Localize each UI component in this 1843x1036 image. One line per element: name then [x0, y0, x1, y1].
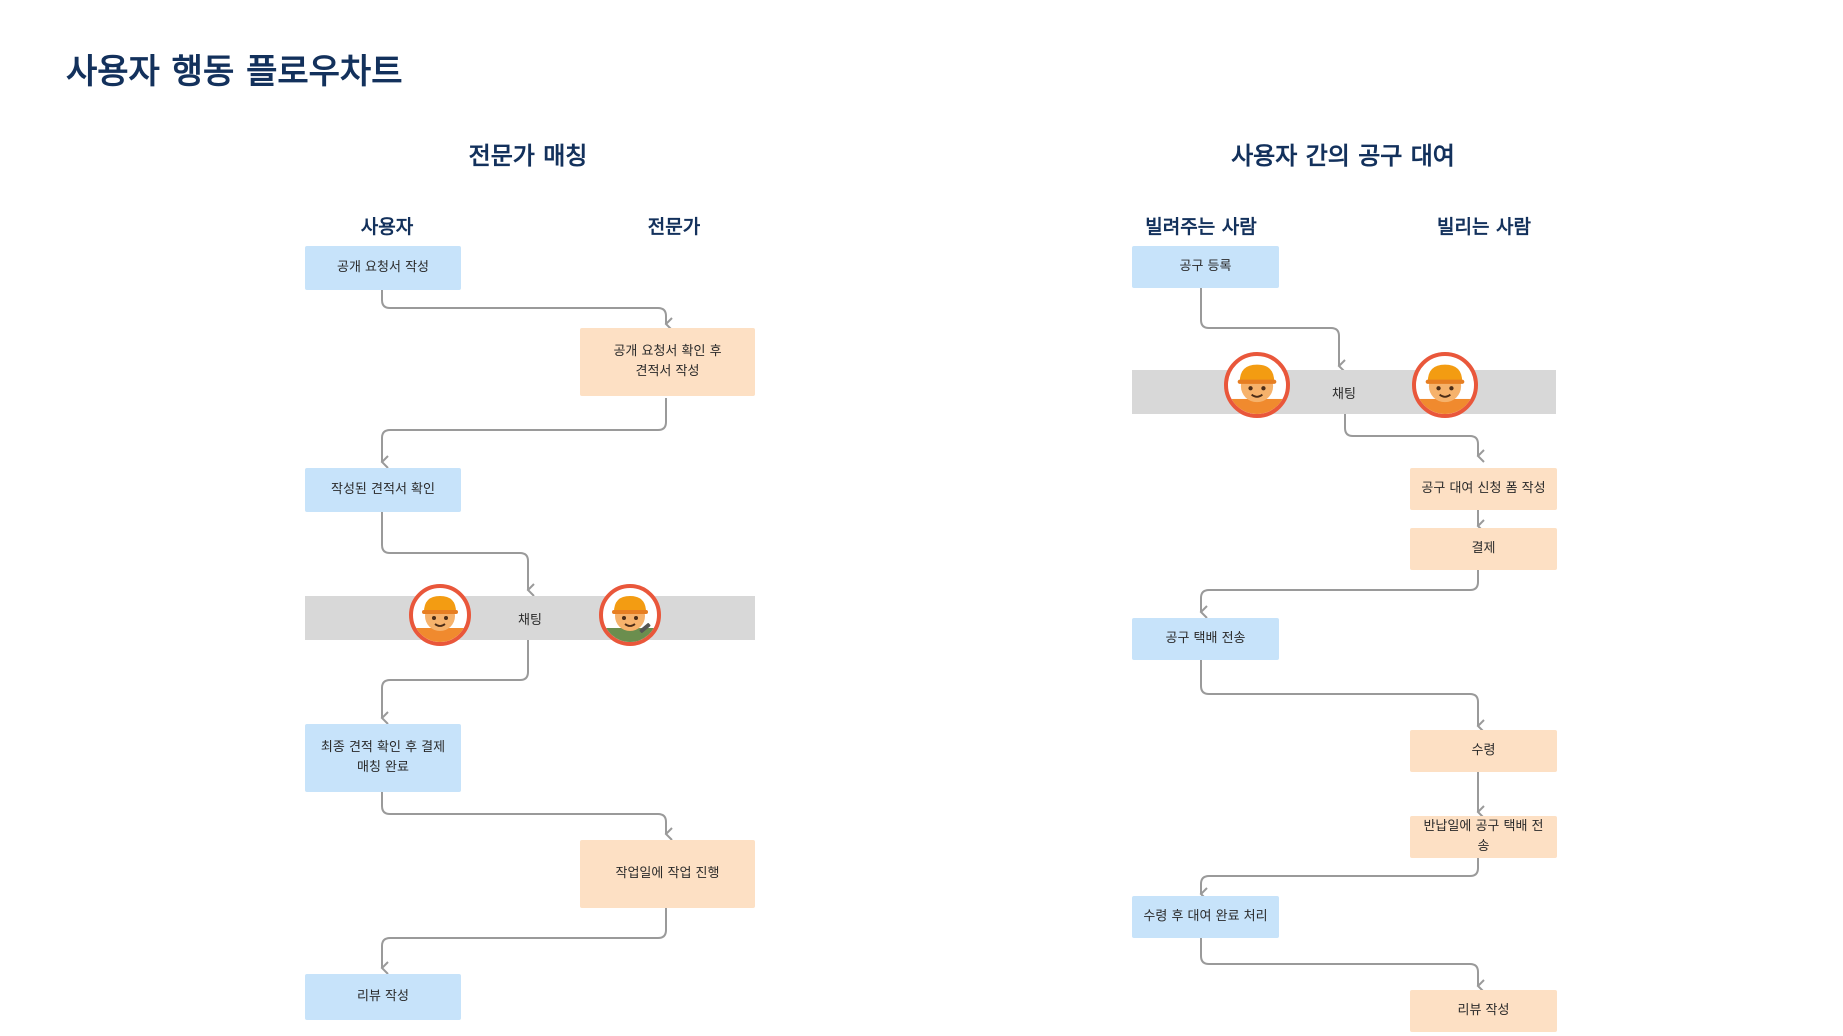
- page-title: 사용자 행동 플로우차트: [66, 52, 403, 92]
- worker-with-tool-avatar-icon: [599, 584, 661, 646]
- step-write-public-request: 공개 요청서 작성: [305, 246, 461, 290]
- step-write-review: 리뷰 작성: [305, 974, 461, 1020]
- connector-s5-s6: [380, 908, 667, 975]
- step-complete-rental: 수령 후 대여 완료 처리: [1132, 896, 1279, 938]
- connector-chat-r2: [1344, 414, 1485, 463]
- step-return-ship: 반납일에 공구 택배 전송: [1410, 816, 1557, 858]
- connector-s3-chat: [381, 512, 535, 597]
- step-receive: 수령: [1410, 730, 1557, 772]
- step-payment: 결제: [1410, 528, 1557, 570]
- connector-r7-r8: [1200, 938, 1485, 993]
- step-write-review-rental: 리뷰 작성: [1410, 990, 1557, 1032]
- connector-s2-s3: [380, 398, 667, 469]
- connector-r3-r4: [1199, 568, 1479, 619]
- step-do-work: 작업일에 작업 진행: [580, 840, 755, 908]
- lender-avatar-icon: [1224, 352, 1290, 418]
- step-check-quote: 작성된 견적서 확인: [305, 468, 461, 512]
- connector-s4-s5: [381, 790, 673, 841]
- borrower-avatar-icon: [1412, 352, 1478, 418]
- lane-title-lender: 빌려주는 사람: [1145, 216, 1257, 238]
- step-ship-tool: 공구 택배 전송: [1132, 618, 1279, 660]
- lane-title-borrower: 빌리는 사람: [1436, 216, 1531, 238]
- worker-avatar-icon: [409, 584, 471, 646]
- connector-r1-chat: [1200, 288, 1346, 373]
- connector-chat-s4: [380, 640, 529, 725]
- connector-r6-r7: [1199, 858, 1479, 901]
- section-title-rental: 사용자 간의 공구 대여: [1231, 142, 1455, 170]
- chat-label: 채팅: [518, 612, 542, 628]
- step-rental-request-form: 공구 대여 신청 폼 작성: [1410, 468, 1557, 510]
- step-write-quote: 공개 요청서 확인 후 견적서 작성: [580, 328, 755, 396]
- step-final-payment: 최종 견적 확인 후 결제 매칭 완료: [305, 724, 461, 792]
- connector-s1-s2: [381, 290, 673, 331]
- chat-bar-expert: 채팅: [305, 596, 755, 640]
- step-register-tool: 공구 등록: [1132, 246, 1279, 288]
- chat-bar-rental: 채팅: [1132, 370, 1556, 414]
- chat-label: 채팅: [1332, 386, 1356, 402]
- lane-title-user: 사용자: [360, 216, 414, 238]
- connector-r4-r5: [1200, 660, 1485, 733]
- section-title-expert: 전문가 매칭: [468, 142, 588, 170]
- lane-title-expert: 전문가: [647, 216, 701, 238]
